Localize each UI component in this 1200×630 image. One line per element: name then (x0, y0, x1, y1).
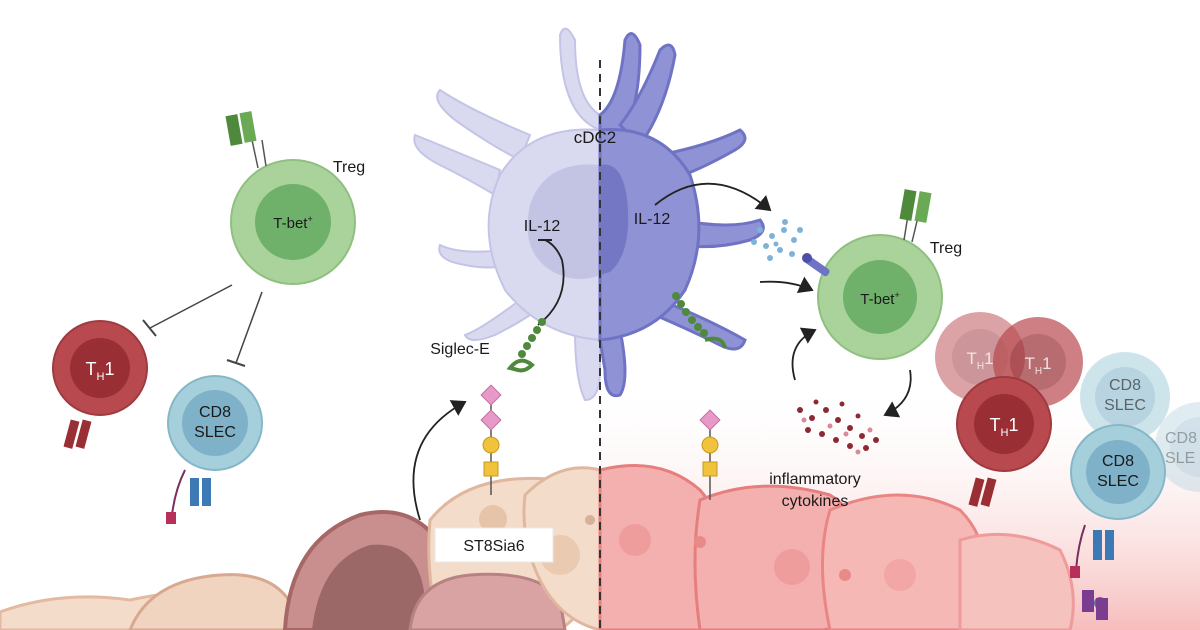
siglec-e-label: Siglec-E (430, 341, 490, 358)
il12-inhibition-arc (537, 239, 565, 326)
dendritic-cell-activated (598, 32, 765, 398)
inflammatory-label-line1: inflammatory (769, 471, 861, 488)
cd8-slec-cell-faded-1 (1080, 352, 1170, 442)
dendritic-cell-resting (413, 27, 601, 402)
treg-label-left: Treg (333, 159, 365, 176)
siglec-e-receptor-right (672, 292, 727, 349)
tissue-inflamed (598, 464, 1075, 630)
cd8-slec-cell-faded-2 (1155, 402, 1200, 492)
cytokine-feedback-arrow (791, 327, 817, 381)
il12-binding-arrow (759, 276, 814, 293)
treg-cell-right (817, 189, 943, 360)
tbet-label-left: T-bet+ (273, 214, 312, 232)
cd8-label-right-line2: SLEC (1097, 473, 1139, 490)
il12-cytokine-cluster (751, 219, 803, 261)
inhibition-line-cd8 (235, 291, 263, 364)
cd8-label-left-line1: CD8 (199, 404, 231, 421)
th1-cell-right (956, 376, 1052, 507)
cdc2-label: cDC2 (574, 128, 617, 147)
th1-label-right: TH1 (990, 415, 1019, 439)
st8sia6-box (434, 527, 554, 563)
inflammatory-cytokine-cluster (797, 399, 879, 451)
siglec-e-receptor-left (506, 318, 546, 373)
cd8-slec-cell-right (1070, 424, 1166, 620)
cd8-label-faded-line1: CD8 (1109, 377, 1141, 394)
cd8-label-right-line1: CD8 (1102, 453, 1134, 470)
tbet-label-right: T-bet+ (860, 290, 899, 308)
il12-release-arrow (654, 182, 772, 212)
il12-label-left: IL-12 (524, 218, 561, 235)
cd8-label-partial-line1: CD8 (1165, 430, 1197, 447)
treg-cell-left (225, 111, 356, 285)
il12-label-right: IL-12 (634, 211, 671, 228)
st8sia6-arrow (412, 400, 467, 521)
th1-label-faded-1: TH1 (966, 349, 993, 372)
glycan-chain-left (480, 384, 502, 495)
il12-receptor (802, 253, 830, 277)
cd8-label-left-line2: SLEC (194, 424, 236, 441)
inflammatory-label-line2: cytokines (782, 493, 849, 510)
cd8-slec-cell-left (166, 375, 263, 524)
cd8-label-faded-line2: SLEC (1104, 397, 1146, 414)
th1-label-faded-2: TH1 (1024, 354, 1051, 377)
th1-cell-left (52, 320, 148, 449)
cd8-label-partial-line2: SLE (1165, 450, 1195, 467)
glycan-chain-right (699, 409, 721, 500)
st8sia6-label: ST8Sia6 (463, 538, 524, 555)
cytokine-secretion-arrow (883, 369, 912, 418)
th1-label-left: TH1 (86, 359, 115, 383)
treg-label-right: Treg (930, 240, 962, 257)
inhibition-line-th1 (149, 284, 233, 329)
